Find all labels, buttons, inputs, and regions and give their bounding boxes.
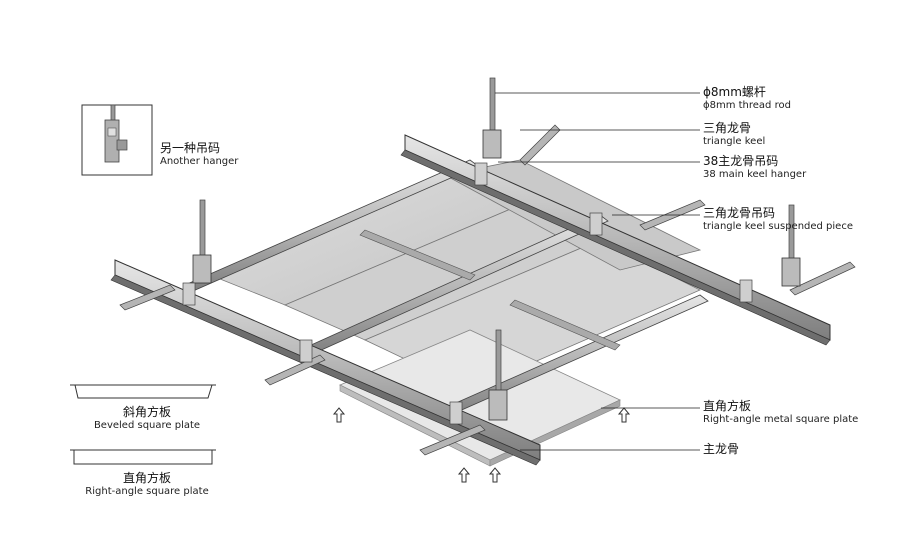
label-main-keel-cn: 主龙骨 [703,442,740,456]
leader-lines [495,92,700,451]
right-angle-plate-profile [70,449,216,465]
label-another-hanger: 另一种吊码 Another hanger [160,142,238,168]
label-triangle-suspended: 三角龙骨吊码 triangle keel suspended piece [703,207,853,233]
label-main-keel-hanger: 38主龙骨吊码 38 main keel hanger [703,155,806,181]
label-right-angle-metal: 直角方板 Right-angle metal square plate [703,400,858,426]
label-triangle-keel: 三角龙骨 triangle keel [703,122,765,148]
label-right-angle-plate-cn: 直角方板 [122,471,171,485]
label-triangle-suspended-cn: 三角龙骨吊码 [703,206,776,220]
label-right-angle-metal-en: Right-angle metal square plate [703,414,859,425]
label-beveled-plate: 斜角方板 Beveled square plate [72,406,222,432]
label-triangle-suspended-en: triangle keel suspended piece [703,221,853,232]
label-main-keel-hanger-cn: 38主龙骨吊码 [703,154,779,168]
label-thread-rod-en: ϕ8mm thread rod [703,100,791,111]
label-another-hanger-cn: 另一种吊码 [160,141,221,155]
triangle-keel-suspended-pieces [182,162,753,425]
label-thread-rod: ϕ8mm螺杆 ϕ8mm thread rod [703,86,791,112]
label-right-angle-plate: 直角方板 Right-angle square plate [72,472,222,498]
label-another-hanger-en: Another hanger [160,156,239,167]
label-main-keel-hanger-en: 38 main keel hanger [703,169,807,180]
label-triangle-keel-cn: 三角龙骨 [703,121,752,135]
label-beveled-plate-en: Beveled square plate [93,420,201,431]
up-arrow-icon [332,407,631,483]
label-thread-rod-cn: ϕ8mm螺杆 [703,85,766,99]
main-keels [110,124,856,466]
label-triangle-keel-en: triangle keel [703,136,766,147]
label-main-keel: 主龙骨 [703,443,739,456]
label-beveled-plate-cn: 斜角方板 [122,405,171,419]
main-keel-hangers [192,129,801,421]
label-right-angle-metal-cn: 直角方板 [703,399,752,413]
label-right-angle-plate-en: Right-angle square plate [85,486,209,497]
beveled-plate-profile [70,384,216,399]
another-hanger-inset [81,104,153,176]
